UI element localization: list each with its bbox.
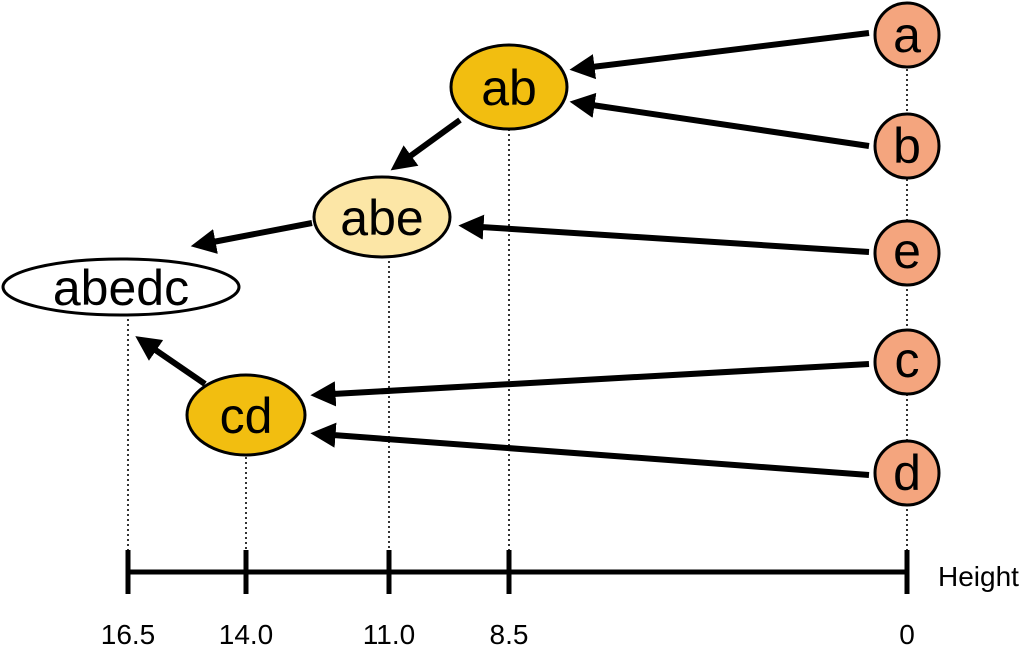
edge-e-abe — [458, 214, 870, 255]
leaf-c: c — [873, 328, 941, 396]
tick-label-0: 0 — [899, 619, 915, 650]
edge-cd-abedc — [135, 336, 207, 387]
node-abedc-label: abedc — [53, 260, 189, 316]
tick-label-14-0: 14.0 — [219, 619, 274, 650]
leaf-e-label: e — [893, 223, 921, 279]
node-ab: ab — [449, 43, 569, 131]
leaf-d: d — [873, 439, 941, 507]
edge-ab-abe — [390, 117, 462, 171]
node-ab-label: ab — [481, 60, 537, 116]
leaf-a-label: a — [893, 7, 921, 63]
node-cd-shape — [185, 373, 307, 457]
leaf-b-label: b — [893, 118, 921, 174]
tick-label-11-0: 11.0 — [363, 619, 415, 650]
tick-label-8-5: 8.5 — [490, 619, 529, 650]
leaf-b-shape — [873, 112, 941, 180]
leaf-e: e — [873, 219, 941, 287]
node-abe: abe — [312, 175, 452, 259]
tick-label-16-5: 16.5 — [101, 619, 156, 650]
node-cd: cd — [185, 373, 307, 457]
edge-b-ab — [569, 92, 870, 149]
leaf-a-shape — [873, 1, 941, 69]
node-ab-shape — [449, 43, 569, 131]
node-cd-label: cd — [220, 388, 273, 444]
nodes: ab abe abedc cd a b e c — [1, 1, 941, 507]
edge-abe-abedc — [190, 220, 313, 254]
node-abedc: abedc — [1, 257, 241, 317]
edge-d-cd — [310, 422, 870, 478]
edge-a-ab — [569, 30, 870, 80]
leaf-a: a — [873, 1, 941, 69]
leaf-d-label: d — [893, 445, 921, 501]
height-axis: Height 16.5 14.0 11.0 8.5 0 — [101, 550, 1019, 650]
leaf-b: b — [873, 112, 941, 180]
leaf-c-label: c — [895, 332, 920, 388]
leaf-d-shape — [873, 439, 941, 507]
leaf-e-shape — [873, 219, 941, 287]
edge-c-cd — [310, 361, 870, 407]
leaf-c-shape — [873, 328, 941, 396]
edges — [135, 30, 870, 478]
node-abe-label: abe — [340, 190, 423, 246]
axis-title: Height — [938, 561, 1019, 592]
node-abedc-shape — [1, 257, 241, 317]
node-abe-shape — [312, 175, 452, 259]
